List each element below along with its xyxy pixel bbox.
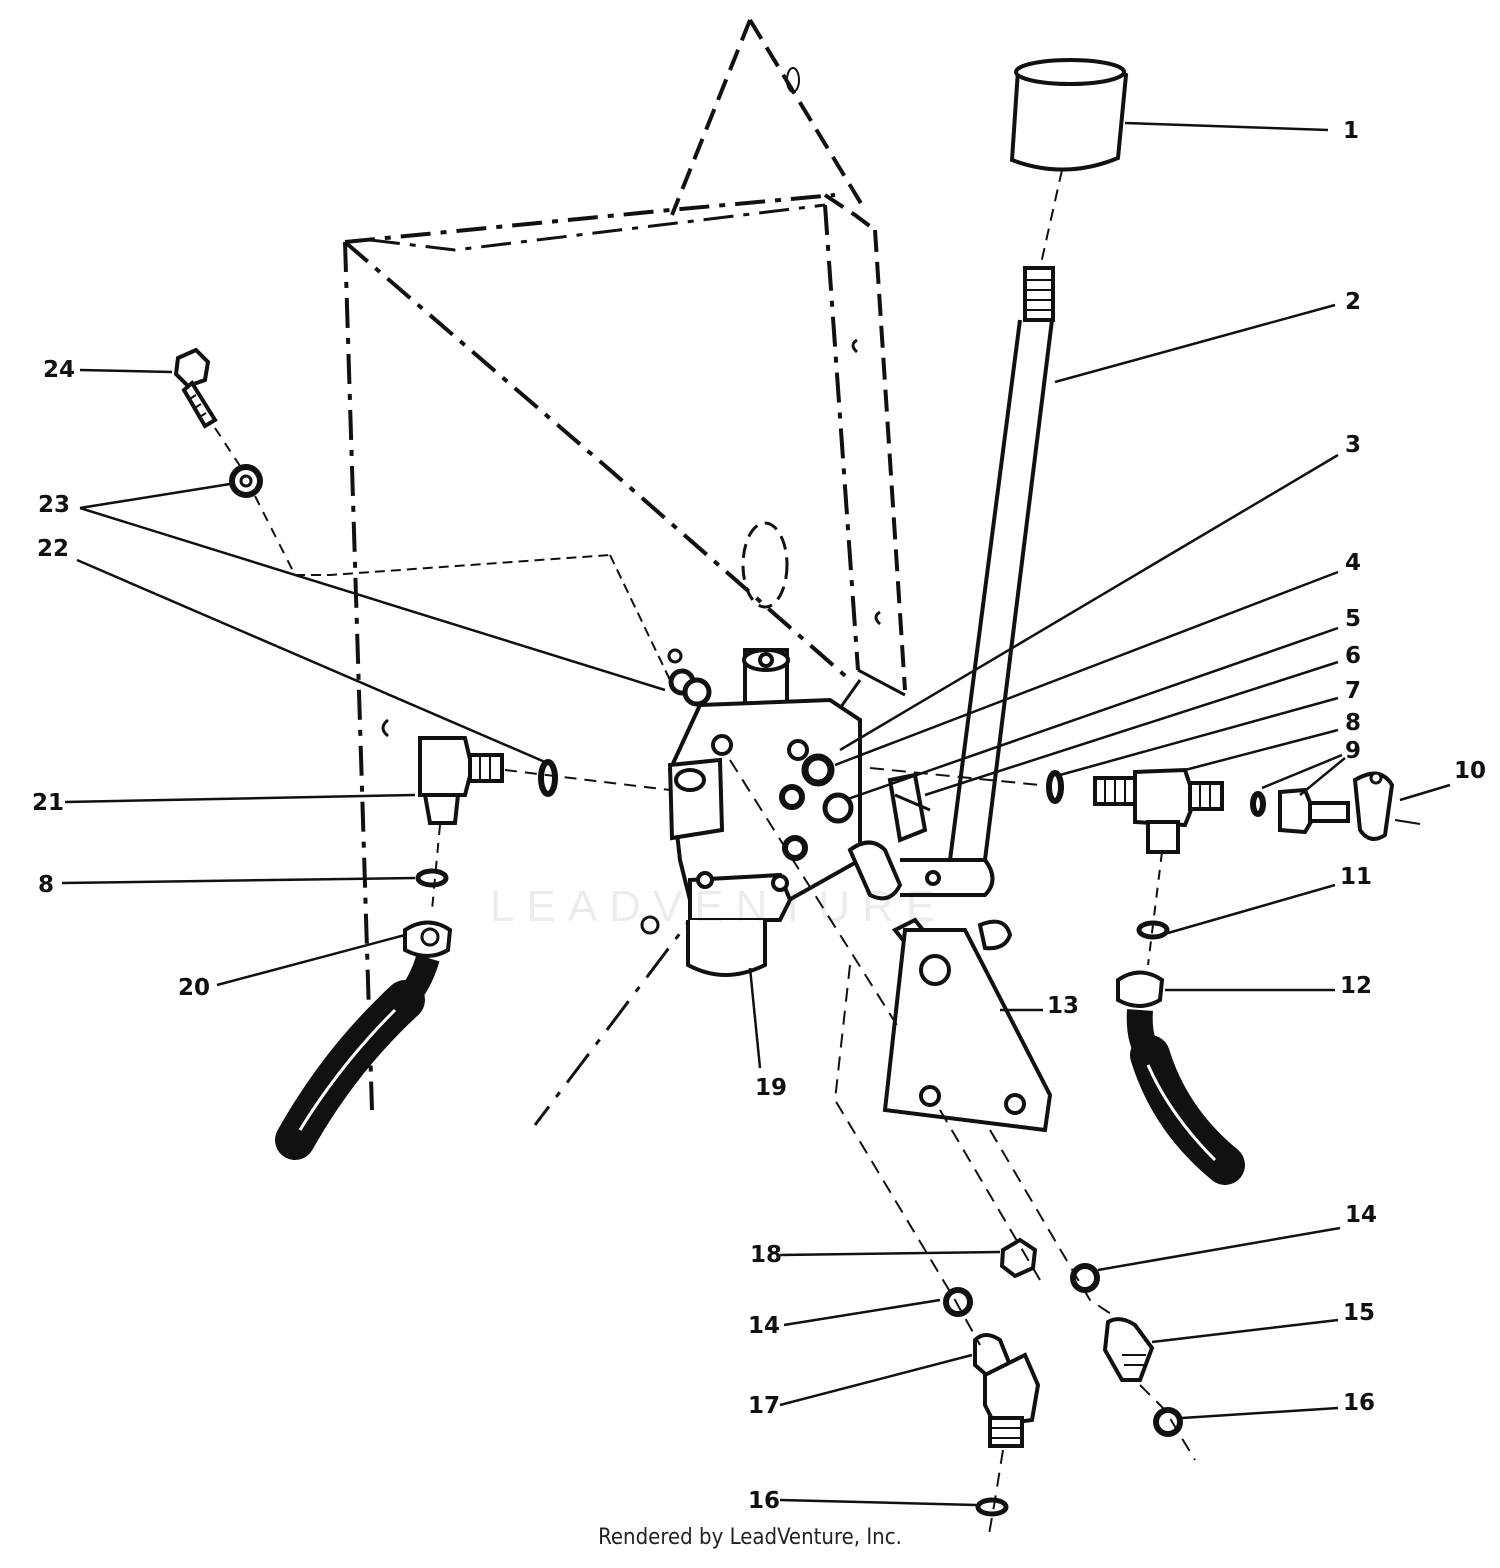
callout-21: 21 [32, 790, 64, 816]
callout-5: 5 [1345, 606, 1361, 632]
callout-17: 17 [748, 1393, 780, 1419]
watermark-text: LEADVENTURE [490, 882, 948, 931]
callout-4: 4 [1345, 550, 1361, 576]
left-fitting-axis [431, 824, 441, 911]
callout-13: 13 [1047, 993, 1079, 1019]
callout-1: 1 [1343, 118, 1359, 144]
callout-7: 7 [1345, 678, 1361, 704]
callout-23: 23 [38, 492, 70, 518]
callout-15: 15 [1343, 1300, 1375, 1326]
callout-14b: 14 [748, 1313, 780, 1339]
right-end-axis [1394, 819, 1421, 825]
callout-2: 2 [1345, 289, 1361, 315]
callout-9: 9 [1345, 738, 1361, 764]
callout-10: 10 [1454, 758, 1486, 784]
callout-12: 12 [1340, 973, 1372, 999]
control-valve-body [640, 648, 862, 977]
valve-seal-stack [667, 648, 854, 824]
left-hydraulic-hose [275, 954, 440, 1160]
mounting-plate [882, 928, 1053, 1133]
callout-19: 19 [755, 1075, 787, 1101]
right-fitting-assembly [1046, 767, 1395, 1008]
right-hydraulic-hose [1126, 1009, 1245, 1185]
callout-11: 11 [1340, 864, 1372, 890]
valve-port-axis [869, 767, 1041, 786]
washer-axis [254, 495, 296, 576]
callout-labels: 1 2 3 4 5 6 7 8 9 10 11 12 13 14 15 16 1… [32, 118, 1486, 1514]
callout-3: 3 [1345, 432, 1361, 458]
callout-8b: 8 [38, 872, 54, 898]
callout-14a: 14 [1345, 1202, 1377, 1228]
callout-8a: 8 [1345, 710, 1361, 736]
right-fitting-axis [1147, 851, 1163, 966]
callout-22: 22 [37, 536, 69, 562]
handle-knob [1009, 58, 1129, 172]
callout-16a: 16 [1343, 1390, 1375, 1416]
mounting-bracket-outline [295, 18, 907, 1126]
leader-lines [61, 121, 1451, 1507]
knob-axis-line [1039, 169, 1063, 269]
callout-6: 6 [1345, 643, 1361, 669]
control-lever [900, 266, 1055, 897]
lower-fitting-assembly [943, 1237, 1183, 1517]
lower-axis-lines [729, 759, 1196, 1541]
bolt-axis [214, 427, 241, 467]
callout-20: 20 [178, 975, 210, 1001]
left-fitting-assembly [403, 736, 558, 958]
callout-24: 24 [43, 357, 75, 383]
footer-credit: Rendered by LeadVenture, Inc. [598, 1525, 902, 1550]
callout-16b: 16 [748, 1488, 780, 1514]
bolt-and-washer [173, 347, 263, 498]
left-port-axis [504, 769, 671, 791]
callout-18: 18 [750, 1242, 782, 1268]
